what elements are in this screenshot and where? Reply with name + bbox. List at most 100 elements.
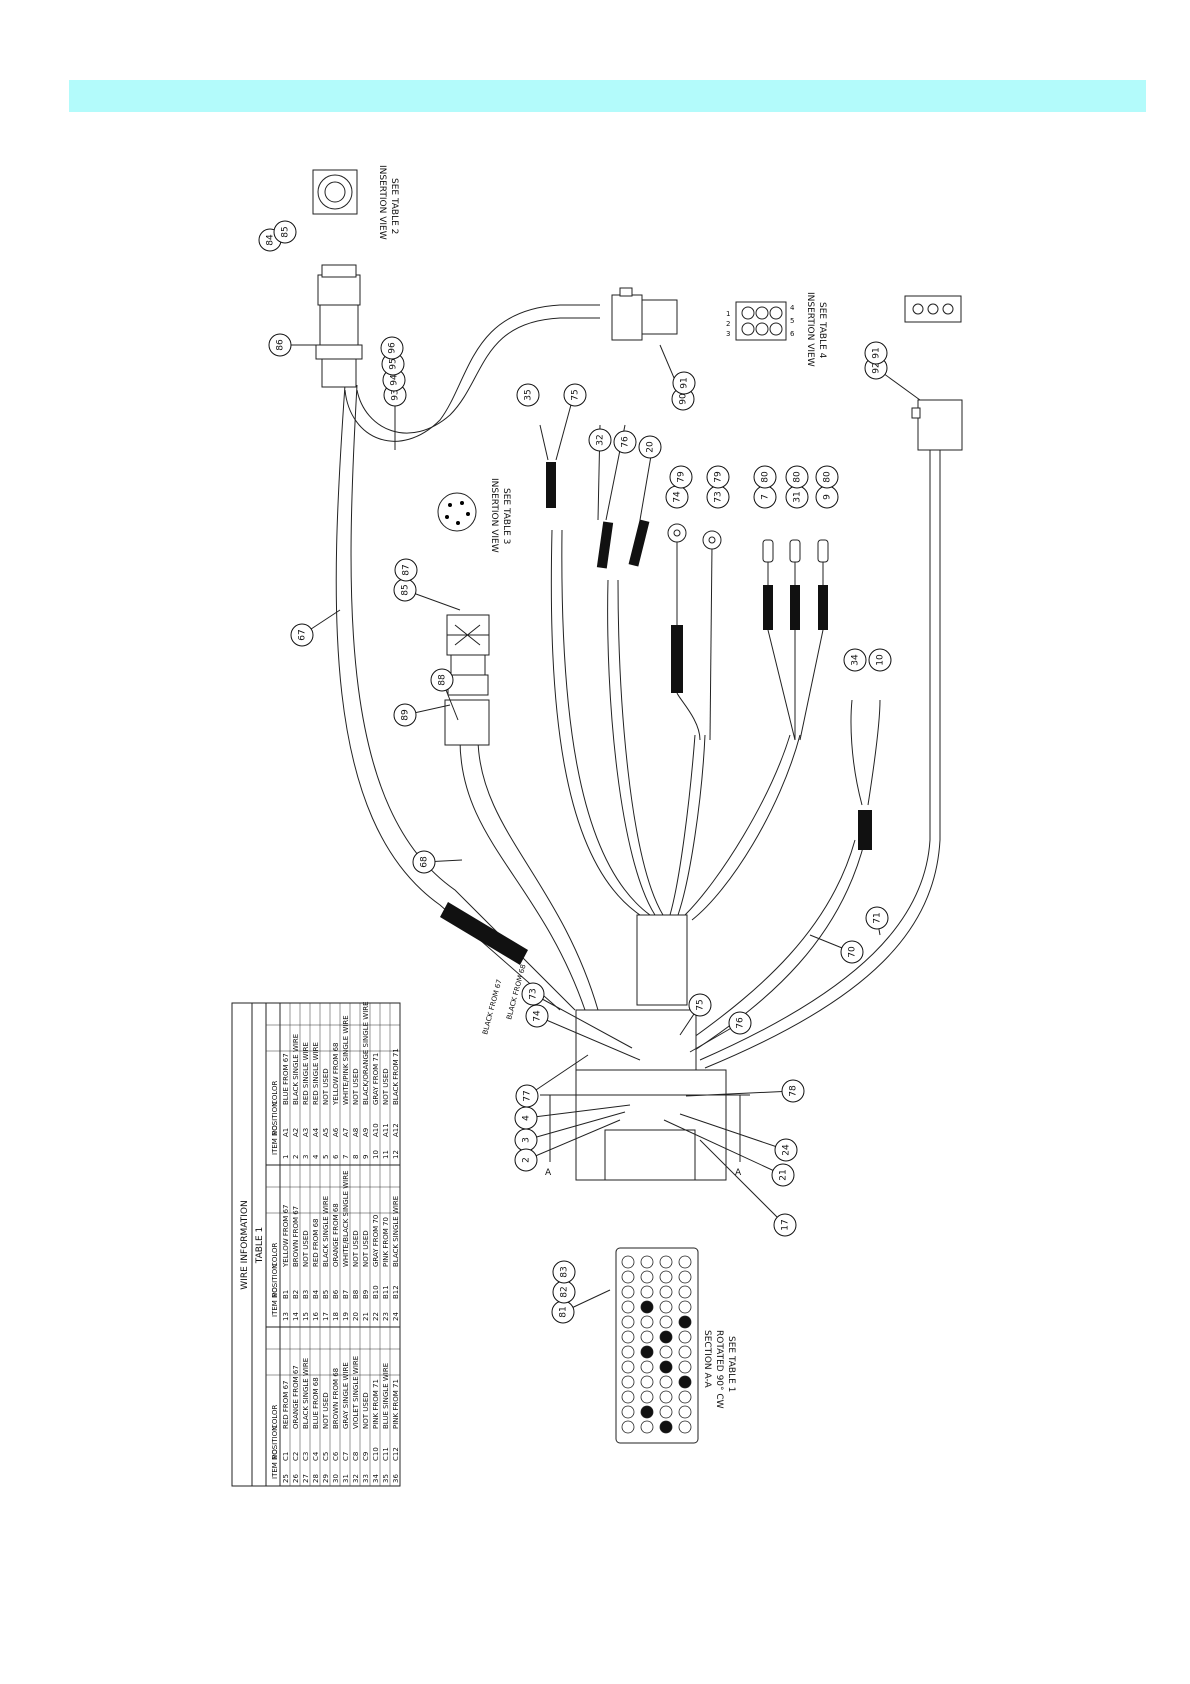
cavity-pin <box>659 1285 673 1299</box>
cavity-pin <box>640 1315 654 1329</box>
callout-text-c3: 3 <box>522 1137 532 1143</box>
wire-table-cell: 3 <box>302 1155 310 1159</box>
callout-c24: 24 <box>679 1113 798 1162</box>
callout-text-c71: 71 <box>873 912 883 923</box>
callout-c21: 21 <box>663 1119 795 1187</box>
pigtail-wires <box>539 389 881 806</box>
cavity-pin <box>621 1285 635 1299</box>
cavity-pin <box>678 1360 692 1374</box>
wire-table-cell: B7 <box>342 1290 350 1299</box>
callout-text-c81: 81 <box>559 1306 569 1317</box>
wire-table-cell: 29 <box>322 1474 330 1483</box>
callout-text-c73: 73 <box>714 491 724 502</box>
wire-table-cell: WHITE/BLACK SINGLE WIRE <box>342 1170 350 1267</box>
wire-table-cell: A4 <box>312 1127 320 1137</box>
cavity-pin <box>678 1420 692 1434</box>
callout-text-c79b: 79 <box>714 471 724 483</box>
wire-table-cell: 22 <box>372 1312 380 1321</box>
wire-table-cell: B5 <box>322 1290 330 1299</box>
wire-table-cell: C5 <box>322 1452 330 1461</box>
wire-table-cell: GRAY FROM 70 <box>372 1215 380 1267</box>
callout-c87: 87 <box>394 558 418 582</box>
callout-c74b: 74 <box>525 1004 641 1061</box>
callout-text-c80b: 80 <box>793 471 803 483</box>
wire-table-cell: 25 <box>282 1474 290 1483</box>
conn4-pin-3: 3 <box>726 330 730 338</box>
callout-text-c86: 86 <box>276 339 286 351</box>
callout-text-c74: 74 <box>673 491 683 503</box>
cavity-pin <box>621 1390 635 1404</box>
callout-text-c83: 83 <box>560 1266 570 1277</box>
cavity-pin <box>621 1270 635 1284</box>
callout-text-c80c: 80 <box>823 471 833 483</box>
header-banner <box>69 80 1146 112</box>
wire-table-cell: 16 <box>312 1312 320 1321</box>
wire-table-cell: C2 <box>292 1452 300 1461</box>
callout-c82: 82 <box>552 1280 576 1304</box>
wire-table-cell: NOT USED <box>362 1392 370 1429</box>
wire-table-cell: 13 <box>282 1312 290 1321</box>
cavity-pin <box>678 1285 692 1299</box>
wire-table-cell: BROWN FROM 67 <box>292 1206 300 1267</box>
cavity-pin <box>659 1405 673 1419</box>
wire-table-header: ITEM NO. <box>271 1123 279 1155</box>
wire-table-cell: BROWN FROM 68 <box>332 1368 340 1429</box>
wire-table-cell: 2 <box>292 1155 300 1159</box>
wire-table-cell: B4 <box>312 1289 320 1299</box>
callout-text-c10: 10 <box>876 654 886 666</box>
wire-table-cell: 21 <box>362 1312 370 1321</box>
callout-text-c87: 87 <box>402 564 412 575</box>
wire-table-cell: A5 <box>322 1128 330 1137</box>
callout-c89: 89 <box>393 703 451 727</box>
wire-table-cell: B9 <box>362 1290 370 1299</box>
callout-c77: 77 <box>515 1054 589 1108</box>
wire-table-cell: B2 <box>292 1290 300 1299</box>
wire-table-cell: 9 <box>362 1155 370 1159</box>
callout-c83: 83 <box>552 1260 576 1284</box>
wire-table-cell: C7 <box>342 1452 350 1461</box>
wire-table-cell: C8 <box>352 1452 360 1461</box>
wire-table-cell: GRAY FROM 71 <box>372 1053 380 1105</box>
wire-table-cell: YELLOW FROM 67 <box>282 1205 290 1268</box>
wire-table-cell: NOT USED <box>352 1230 360 1267</box>
callout-c75: 75 <box>563 383 587 407</box>
cavity-pin <box>659 1300 673 1314</box>
callout-c7: 7 <box>753 485 777 509</box>
wire-table-cell: 5 <box>322 1155 330 1159</box>
section-aa-line1: SECTION A-A <box>702 1330 712 1389</box>
cavity-pin <box>621 1360 635 1374</box>
wire-information-table: WIRE INFORMATION TABLE 1 ITEM NO.POSITIO… <box>231 1001 401 1487</box>
cavity-pin <box>659 1270 673 1284</box>
section-aa-line2: ROTATED 90° CW <box>714 1330 724 1409</box>
callout-c78: 78 <box>685 1079 805 1103</box>
cavity-pin <box>659 1330 673 1344</box>
callout-text-c2: 2 <box>522 1157 532 1163</box>
wire-table-cell: 8 <box>352 1155 360 1159</box>
wire-table-cell: 7 <box>342 1155 350 1159</box>
callout-text-c96: 96 <box>388 342 398 354</box>
wire-table-cell: 11 <box>382 1150 390 1159</box>
wire-table-cell: A3 <box>302 1128 310 1137</box>
wire-table-cell: NOT USED <box>322 1068 330 1105</box>
wire-table-cell: B12 <box>392 1285 400 1299</box>
wire-table-cell: ORANGE FROM 67 <box>292 1365 300 1429</box>
callout-c76: 76 <box>613 430 637 454</box>
callout-text-c32: 32 <box>596 434 606 445</box>
insertion-view-2-line2: SEE TABLE 2 <box>389 178 399 234</box>
wire-table-cell: RED SINGLE WIRE <box>302 1042 310 1105</box>
wire-table-header: ITEM NO. <box>271 1447 279 1479</box>
wire-table-cell: BLACK SINGLE WIRE <box>302 1358 310 1429</box>
cavity-pin <box>678 1315 692 1329</box>
wire-table-cell: 36 <box>392 1474 400 1483</box>
cavity-pin <box>640 1345 654 1359</box>
section-mark-a-right: A <box>735 1168 742 1178</box>
cavity-pin <box>678 1255 692 1269</box>
wire-table-cell: C10 <box>372 1447 380 1461</box>
callout-text-c35: 35 <box>524 389 534 400</box>
callout-c9: 9 <box>815 485 839 509</box>
wire-table-cell: C3 <box>302 1452 310 1461</box>
wire-table-header: POSITION <box>271 1264 279 1297</box>
conn4-pin-1: 1 <box>726 310 730 318</box>
wire-table-cell: 27 <box>302 1474 310 1483</box>
section-aa-line3: SEE TABLE 1 <box>726 1336 736 1392</box>
